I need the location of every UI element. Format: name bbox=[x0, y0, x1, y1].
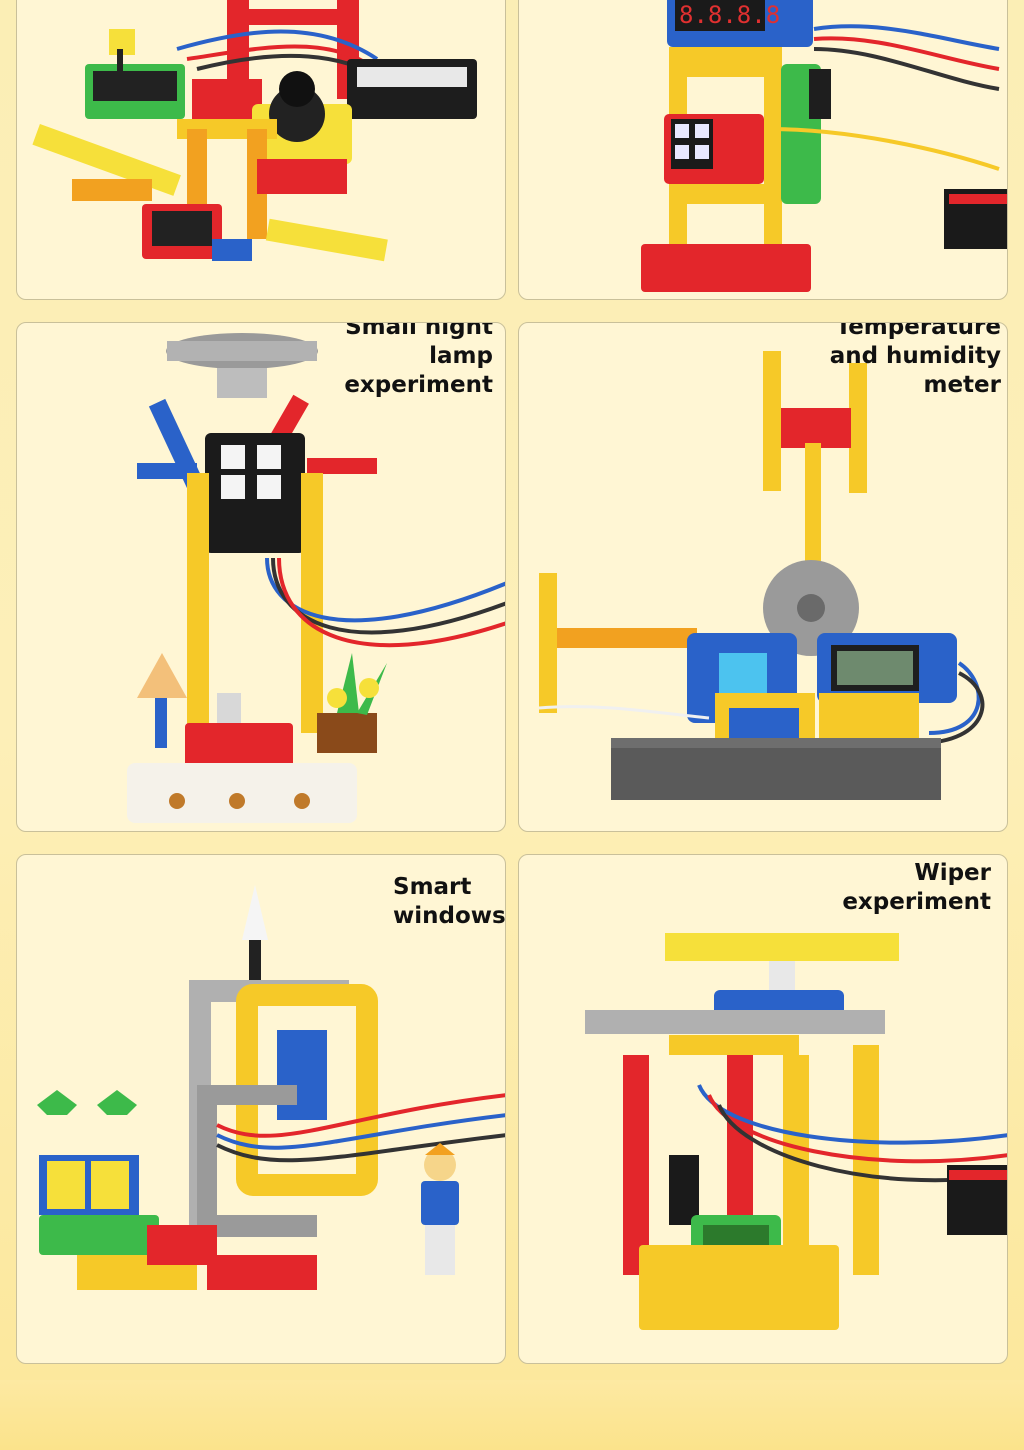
smart-windows-title: Smart windows bbox=[393, 873, 506, 931]
temp-humidity-title: Temperature and humidity meter bbox=[829, 322, 1001, 400]
temp-humidity-title-line-2: and humidity bbox=[829, 343, 1001, 369]
night-lamp-title: Small night lamp experiment bbox=[344, 322, 493, 400]
wiper-title: Wiper experiment bbox=[842, 859, 991, 917]
panel-wiper: Wiper experiment bbox=[518, 854, 1008, 1364]
smart-windows-illustration bbox=[37, 885, 505, 1290]
smart-windows-title-line-2: windows bbox=[393, 903, 506, 929]
panel-rgb-display-build: 8.8.8.8 bbox=[518, 0, 1008, 300]
wiper-title-line-1: Wiper bbox=[914, 860, 991, 886]
panel-joystick-build bbox=[16, 0, 506, 300]
panel-temp-humidity: Temperature and humidity meter bbox=[518, 322, 1008, 832]
svg-text:8.8.8.8: 8.8.8.8 bbox=[679, 1, 780, 29]
wiper-illustration bbox=[585, 933, 1007, 1330]
night-lamp-title-line-1: Small night bbox=[345, 322, 493, 340]
page-bottom-band bbox=[0, 1380, 1024, 1450]
smart-windows-title-line-1: Smart bbox=[393, 874, 472, 900]
temp-humidity-illustration bbox=[538, 351, 985, 800]
panel-smart-windows: Smart windows bbox=[16, 854, 506, 1364]
temp-humidity-title-line-1: Temperature bbox=[835, 322, 1001, 340]
panel-night-lamp: Small night lamp experiment bbox=[16, 322, 506, 832]
temp-humidity-title-line-3: meter bbox=[923, 372, 1001, 398]
wiper-title-line-2: experiment bbox=[842, 889, 991, 915]
night-lamp-title-line-3: experiment bbox=[344, 372, 493, 398]
night-lamp-illustration bbox=[127, 333, 505, 823]
joystick-build-illustration bbox=[32, 0, 477, 262]
night-lamp-title-line-2: lamp bbox=[429, 343, 493, 369]
rgb-display-build-illustration: 8.8.8.8 bbox=[641, 0, 1007, 292]
